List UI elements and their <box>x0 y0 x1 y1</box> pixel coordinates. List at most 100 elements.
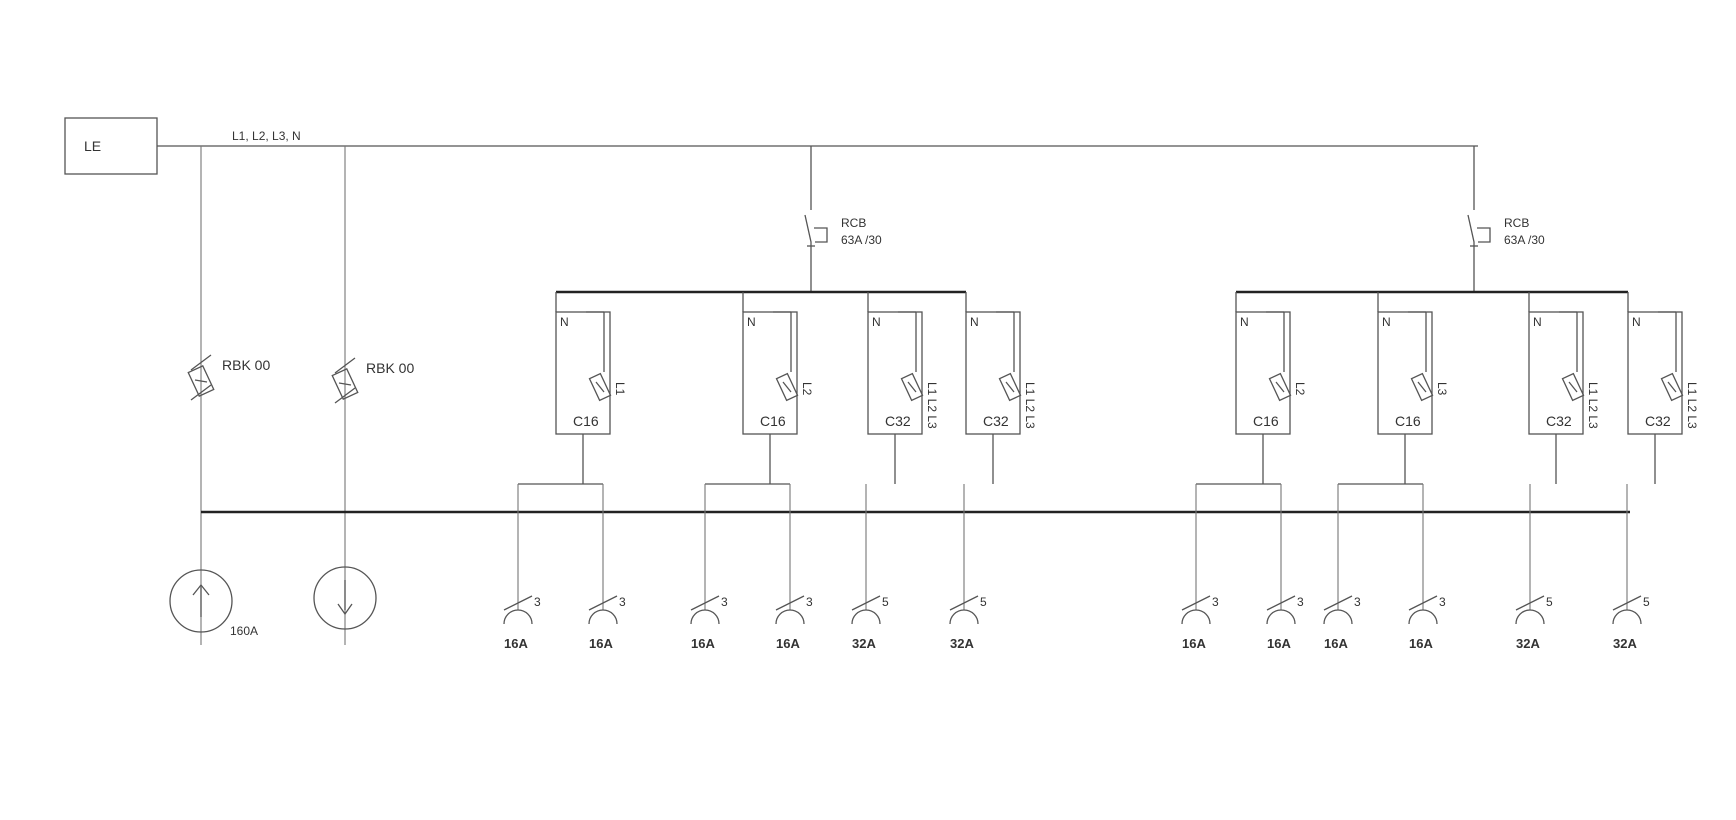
fuse-icon <box>588 372 612 402</box>
breaker-neutral-label: N <box>560 315 569 329</box>
outlet-rating: 32A <box>950 636 974 651</box>
socket-icon <box>588 595 618 625</box>
breaker-phase-label: L2 <box>800 382 814 396</box>
breaker-rating: C16 <box>760 413 786 429</box>
socket-icon <box>1266 595 1296 625</box>
outlet-10: 3 16A <box>1408 484 1446 651</box>
source-box-label: LE <box>84 138 101 154</box>
fuse-icon <box>1660 372 1684 402</box>
rcd-switch-icon <box>1467 214 1491 292</box>
breaker-neutral-label: N <box>1240 315 1249 329</box>
rcd-1: RCB 63A /30 <box>556 146 966 294</box>
fuse-icon <box>998 372 1022 402</box>
outlet-poles: 3 <box>619 595 626 609</box>
meter-export <box>313 566 377 630</box>
outlet-poles: 3 <box>1354 595 1361 609</box>
outlet-rating: 32A <box>852 636 876 651</box>
socket-icon <box>690 595 720 625</box>
socket-icon <box>1408 595 1438 625</box>
breaker-neutral-label: N <box>1632 315 1641 329</box>
outlet-rating: 16A <box>504 636 528 651</box>
fuse-icon <box>1410 372 1434 402</box>
fuse-icon <box>1561 372 1585 402</box>
outlet-4: 3 16A <box>775 484 813 651</box>
breaker-rating: C32 <box>983 413 1009 429</box>
breaker-rating: C32 <box>885 413 911 429</box>
surge-protector-2: RBK 00 <box>331 357 414 404</box>
outlet-rating: 16A <box>1324 636 1348 651</box>
breaker-2: N C16 L2 <box>742 292 814 484</box>
breaker-phase-label: L1 L2 L3 <box>1023 382 1037 429</box>
surge-protector-label: RBK 00 <box>222 357 270 373</box>
socket-icon <box>775 595 805 625</box>
outlet-rating: 32A <box>1516 636 1540 651</box>
outlet-layer: 316A316A316A316A532A532A316A316A316A316A… <box>503 483 1650 651</box>
breaker-rating: C16 <box>1395 413 1421 429</box>
socket-icon <box>503 595 533 625</box>
outlet-2: 3 16A <box>588 484 626 651</box>
outlet-poles: 3 <box>721 595 728 609</box>
breaker-phase-label: L3 <box>1435 382 1449 396</box>
outlet-rating: 16A <box>691 636 715 651</box>
fuse-icon <box>775 372 799 402</box>
rcd-layer: RCB 63A /30 RCB 63A /30 <box>556 146 1628 294</box>
breaker-rating: C16 <box>573 413 599 429</box>
breaker-phase-label: L1 L2 L3 <box>1586 382 1600 429</box>
outlet-poles: 3 <box>1212 595 1219 609</box>
meter-import: 160A <box>169 569 258 638</box>
rcd-switch-icon <box>804 214 828 292</box>
surge-protector-icon <box>187 354 215 401</box>
breaker-phase-label: L1 <box>613 382 627 396</box>
fuse-icon <box>1268 372 1292 402</box>
outlet-rating: 16A <box>1182 636 1206 651</box>
rcd-rating: 63A /30 <box>841 233 882 247</box>
supply-label: L1, L2, L3, N <box>232 129 301 143</box>
outlet-9: 3 16A <box>1323 484 1361 651</box>
rcd-label: RCB <box>841 216 866 230</box>
outlet-rating: 16A <box>589 636 613 651</box>
rcd-rating: 63A /30 <box>1504 233 1545 247</box>
meter-up-icon <box>169 569 233 633</box>
breaker-phase-label: L1 L2 L3 <box>1685 382 1699 429</box>
source-box: LE <box>64 117 158 175</box>
breaker-phase-label: L1 L2 L3 <box>925 382 939 429</box>
breaker-8: N C32 L1 L2 L3 <box>1627 292 1699 484</box>
outlet-poles: 5 <box>882 595 889 609</box>
breaker-neutral-label: N <box>872 315 881 329</box>
outlet-rating: 32A <box>1613 636 1637 651</box>
breaker-3: N C32 L1 L2 L3 <box>867 292 939 484</box>
breaker-neutral-label: N <box>1382 315 1391 329</box>
breaker-rating: C32 <box>1645 413 1671 429</box>
breaker-neutral-label: N <box>747 315 756 329</box>
breaker-phase-label: L2 <box>1293 382 1307 396</box>
surge-protector-1: RBK 00 <box>187 354 270 401</box>
rcd-label: RCB <box>1504 216 1529 230</box>
outlet-poles: 3 <box>1297 595 1304 609</box>
outlet-poles: 3 <box>806 595 813 609</box>
breaker-neutral-label: N <box>1533 315 1542 329</box>
surge-protector-label: RBK 00 <box>366 360 414 376</box>
socket-icon <box>1612 595 1642 625</box>
breaker-6: N C16 L3 <box>1377 292 1449 484</box>
outlet-poles: 3 <box>1439 595 1446 609</box>
rcd-2: RCB 63A /30 <box>1236 146 1628 294</box>
breaker-layer: N C16 L1 N C16 L2 N C32 L1 L2 L3 N C32 L1 L2 L3 N C16… <box>555 292 1699 484</box>
socket-icon <box>1181 595 1211 625</box>
surge-protector-icon <box>331 357 359 404</box>
outlet-rating: 16A <box>776 636 800 651</box>
outlet-rating: 16A <box>1409 636 1433 651</box>
socket-icon <box>949 595 979 625</box>
socket-icon <box>851 595 881 625</box>
socket-icon <box>1323 595 1353 625</box>
outlet-3: 3 16A <box>690 484 728 651</box>
outlet-7: 3 16A <box>1181 484 1219 651</box>
